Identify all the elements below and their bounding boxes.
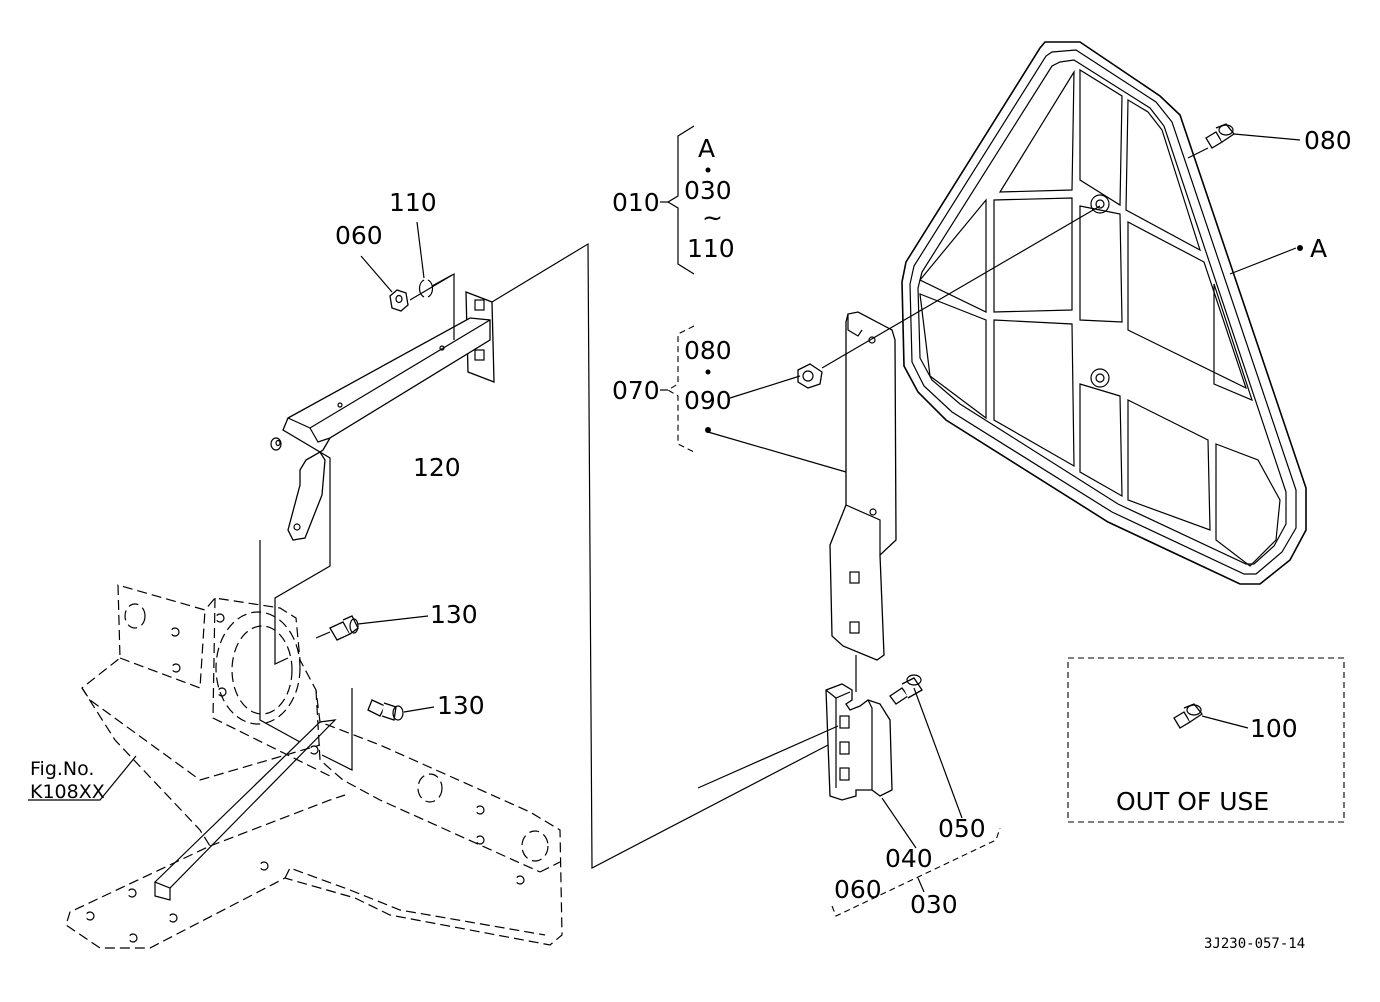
frame-plate xyxy=(65,584,563,949)
label-fig-no: Fig.No. xyxy=(30,758,94,780)
label-fig-ref: K108XX xyxy=(30,781,105,803)
label-group-070-090: 090 xyxy=(684,386,732,415)
reflector-stay xyxy=(829,311,897,661)
brace-010 xyxy=(660,125,711,275)
label-part-110-top: 110 xyxy=(389,188,437,217)
label-part-130-upper: 130 xyxy=(430,600,478,629)
label-part-130-lower: 130 xyxy=(437,691,485,720)
bolt-130-upper xyxy=(329,615,359,641)
label-part-060-bottom: 060 xyxy=(834,875,882,904)
holder-040 xyxy=(825,683,893,801)
collar-090 xyxy=(797,363,823,389)
label-part-030-bottom: 030 xyxy=(910,890,958,919)
label-group-010-a: A xyxy=(698,134,715,163)
bolt-050 xyxy=(889,674,923,705)
label-ref-a: A xyxy=(1310,234,1327,263)
bolt-130-lower xyxy=(367,699,404,721)
label-part-050: 050 xyxy=(938,814,986,843)
assembly-line-bracket xyxy=(274,540,331,665)
bracket-120 xyxy=(270,291,495,541)
screw-080 xyxy=(1205,123,1235,149)
label-group-010-tilde: ~ xyxy=(702,203,723,232)
out-of-use-box xyxy=(1067,657,1345,823)
label-part-060-top: 060 xyxy=(335,221,383,250)
label-group-070-080: 080 xyxy=(684,336,732,365)
label-part-080-top: 080 xyxy=(1304,126,1352,155)
washer-110 xyxy=(418,279,434,298)
label-drawing-code: 3J230-057-14 xyxy=(1204,936,1305,952)
label-part-040: 040 xyxy=(885,844,933,873)
label-group-070: 070 xyxy=(612,376,660,405)
assembly-line-frame xyxy=(259,540,301,743)
assembly-line-frame-2 xyxy=(321,688,353,771)
reflector-a xyxy=(901,41,1307,585)
brace-070 xyxy=(660,325,711,453)
brace-030 xyxy=(831,827,1001,917)
label-group-010: 010 xyxy=(612,188,660,217)
label-group-010-030: 030 xyxy=(684,176,732,205)
nut-060 xyxy=(389,289,409,312)
fig-no-leader xyxy=(28,755,137,801)
label-part-120: 120 xyxy=(413,453,461,482)
label-out-of-use: OUT OF USE xyxy=(1116,787,1269,816)
label-part-100: 100 xyxy=(1250,714,1298,743)
assembly-line-bracket-2 xyxy=(319,451,331,540)
assembly-line-long xyxy=(491,242,831,869)
label-group-010-110: 110 xyxy=(687,234,735,263)
